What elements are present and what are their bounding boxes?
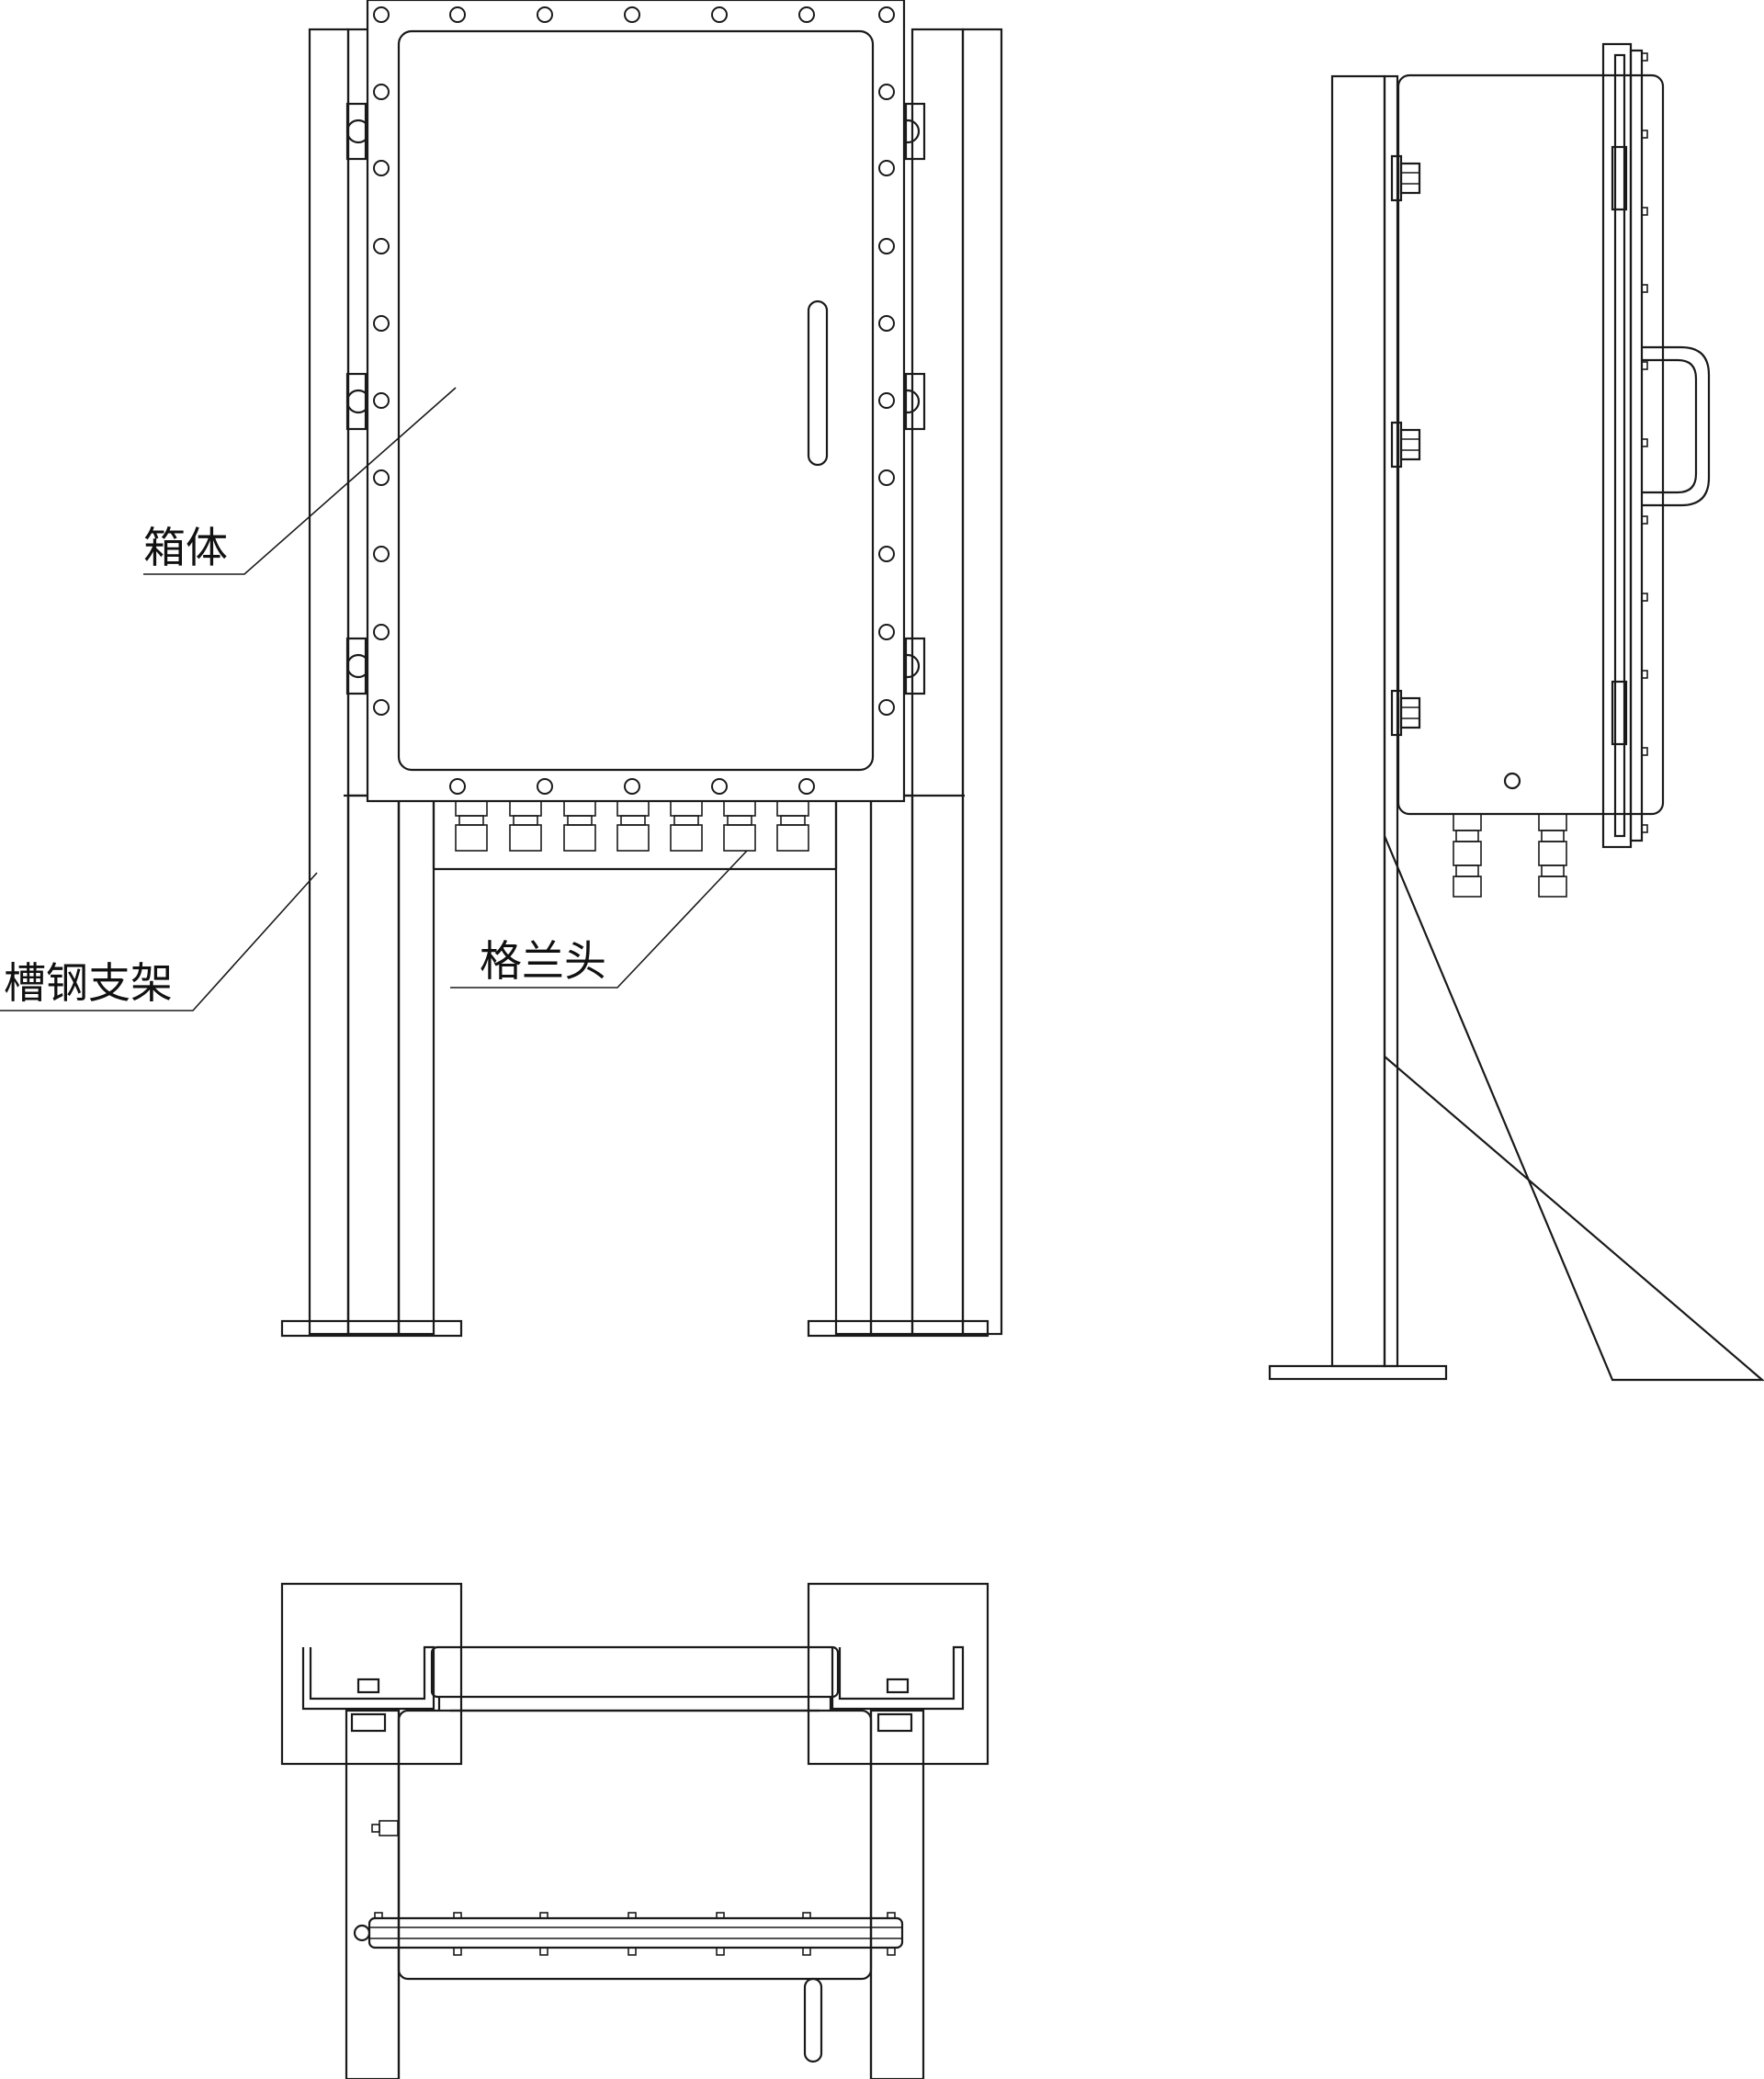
label-box-body: 箱体 <box>143 523 228 572</box>
side-view <box>1268 42 1764 1382</box>
enclosure-front <box>366 0 906 803</box>
gland <box>1453 813 1482 898</box>
front-view: 箱体 槽钢支架 格兰头 <box>0 0 1003 1338</box>
gland <box>1538 813 1567 898</box>
gland <box>670 800 703 852</box>
leader-bracket: 槽钢支架 <box>0 872 318 1011</box>
top-bolts <box>350 1678 913 1733</box>
leader-gland: 格兰头 <box>450 850 748 989</box>
gland <box>616 800 650 852</box>
gland <box>509 800 542 852</box>
leader-box-body: 箱体 <box>143 387 457 575</box>
cable-glands-front <box>455 800 809 852</box>
label-channel-steel-bracket: 槽钢支架 <box>4 958 173 1008</box>
cable-glands-side <box>1453 813 1567 898</box>
flange-bolts <box>373 6 895 795</box>
label-cable-gland: 格兰头 <box>480 936 606 986</box>
side-flange-studs <box>1641 52 1648 833</box>
top-flange-studs <box>374 1912 896 1956</box>
gland <box>776 800 809 852</box>
gland <box>455 800 488 852</box>
side-mount-bolts <box>1390 154 1421 737</box>
top-view <box>280 1582 989 2079</box>
gland <box>723 800 756 852</box>
gland <box>563 800 596 852</box>
bracket-bolt <box>345 102 926 695</box>
door-handle <box>807 299 829 467</box>
